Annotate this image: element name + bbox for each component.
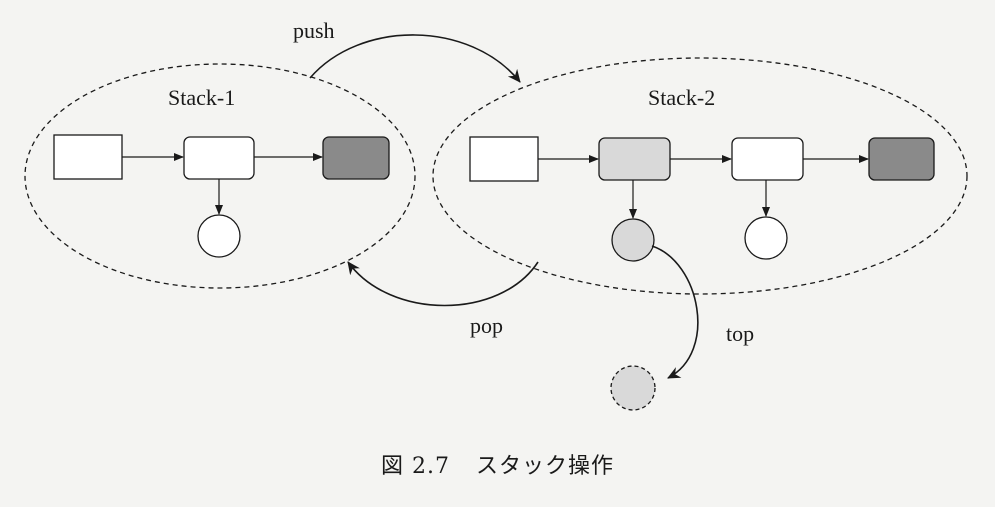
stack1-head-node [53, 134, 123, 180]
stack2-node-1 [598, 137, 671, 181]
stack2-node-2 [731, 137, 804, 181]
stack2-data-circle-2 [744, 216, 788, 260]
push-arrow [309, 34, 521, 83]
stack1-data-circle [197, 214, 241, 258]
stack2-node-3 [868, 137, 935, 181]
pop-label: pop [470, 313, 503, 338]
top-arrow [651, 245, 699, 379]
figure-caption: 図 2.7 スタック操作 [0, 456, 995, 478]
pop-arrow [347, 261, 539, 307]
stack2-head-node [469, 136, 539, 182]
stack2-boundary [432, 57, 968, 295]
stack1-node-1 [183, 136, 255, 180]
stack1-boundary [24, 63, 416, 289]
caption-number: 図 2.7 [381, 454, 450, 479]
top-label: top [726, 321, 755, 346]
stack1-node-2 [322, 136, 390, 180]
stack2-data-circle-1 [611, 218, 655, 262]
stack1-label: Stack-1 [168, 85, 236, 110]
push-label: push [293, 18, 335, 43]
stack2-label: Stack-2 [648, 85, 716, 110]
caption-text: スタック操作 [475, 454, 614, 479]
top-result-circle [610, 365, 656, 411]
